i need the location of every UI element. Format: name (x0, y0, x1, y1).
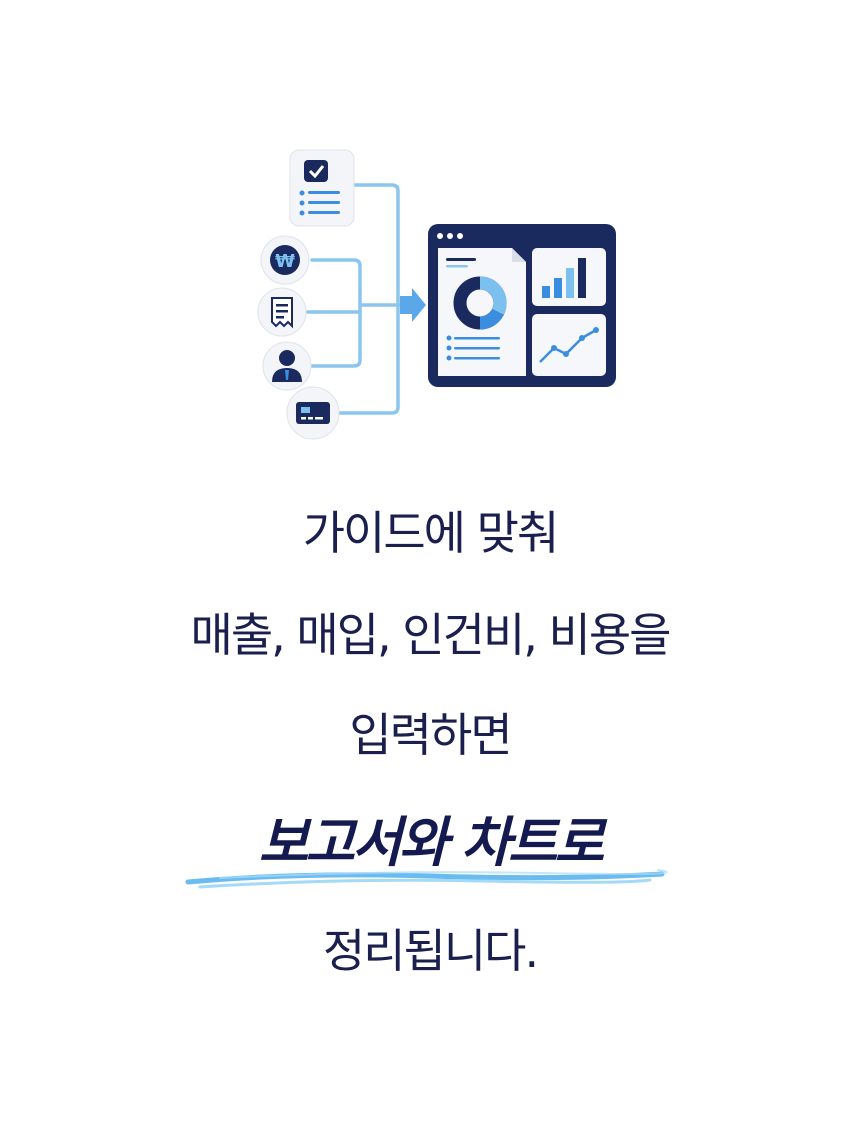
headline-line-5: 정리됩니다. (322, 924, 539, 978)
highlight-block: 보고서와 차트로 (0, 812, 860, 902)
highlight-text: 보고서와 차트로 (258, 811, 605, 874)
dashboard-window-icon (428, 224, 616, 387)
bar-chart-icon (532, 248, 606, 306)
person-icon (262, 341, 312, 391)
connector-lines (306, 183, 407, 415)
won-coin-icon: ₩ (260, 235, 310, 285)
clipboard-check-icon (289, 149, 355, 227)
headline-line-2: 매출, 매입, 인건비, 비용을 (190, 608, 672, 662)
data-flow-illustration: ₩ (257, 149, 616, 440)
headline-line-1: 가이드에 맞춰 (302, 506, 560, 560)
headline-line-3: 입력하면 (349, 708, 512, 762)
receipt-icon (257, 287, 307, 337)
arrow-icon (400, 288, 426, 322)
card-icon (286, 386, 340, 440)
line-chart-icon (532, 314, 606, 376)
svg-text:₩: ₩ (275, 251, 295, 272)
brush-underline (185, 869, 668, 889)
donut-chart-icon (453, 276, 507, 330)
